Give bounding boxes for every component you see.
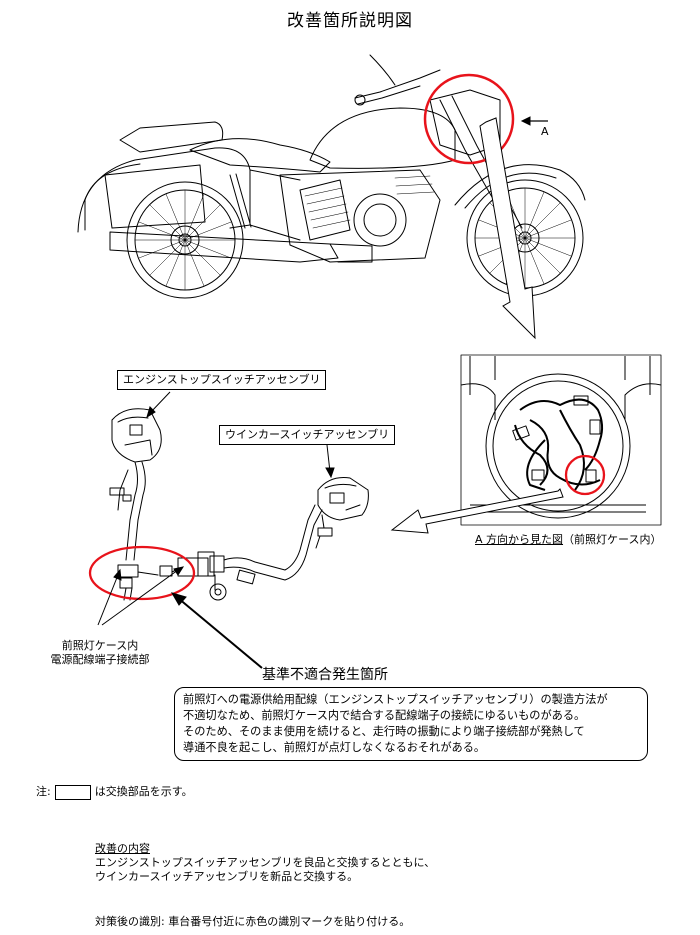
- engine-stop-switch-label: エンジンストップスイッチアッセンブリ: [117, 370, 327, 390]
- view-a-caption-main: A 方向から見た図: [475, 533, 564, 546]
- leader-lines: [97, 391, 335, 669]
- page-title: 改善箇所説明図: [287, 11, 413, 31]
- defect-line: 前照灯への電源供給用配線（エンジンストップスイッチアッセンブリ）の製造方法が: [183, 693, 608, 706]
- connector-highlight-circle: [564, 454, 606, 496]
- view-a-label: A: [541, 125, 549, 138]
- view-a-caption: A 方向から見た図（前照灯ケース内）: [475, 533, 661, 547]
- defect-line: 導通不良を起こし、前照灯が点灯しなくなるおそれがある。: [183, 741, 486, 754]
- connector-label-line1: 前照灯ケース内: [61, 639, 139, 652]
- zoom-arrow-left: [390, 488, 564, 534]
- headlight-case-view: [460, 354, 662, 526]
- defect-title: 基準不適合発生箇所: [262, 667, 388, 683]
- identification-note: 対策後の識別: 車台番号付近に赤色の識別マークを貼り付ける。: [95, 915, 411, 928]
- defect-description: 前照灯への電源供給用配線（エンジンストップスイッチアッセンブリ）の製造方法が 不…: [174, 687, 648, 761]
- note-prefix: 注:: [36, 785, 51, 798]
- remedy-line: ウインカースイッチアッセンブリを新品と交換する。: [95, 870, 359, 883]
- view-a-caption-sub: （前照灯ケース内）: [563, 533, 662, 546]
- remedy-heading: 改善の内容: [95, 842, 150, 855]
- remedy-section: 改善の内容 エンジンストップスイッチアッセンブリを良品と交換するとともに、 ウイ…: [95, 842, 435, 884]
- headlight-highlight-circle: [423, 73, 515, 165]
- harness-illustration: [109, 408, 369, 601]
- view-a-arrow: [520, 116, 548, 126]
- connector-label-line2: 電源配線端子接続部: [50, 653, 150, 666]
- note-suffix: は交換部品を示す。: [94, 785, 193, 798]
- replacement-part-swatch: [54, 784, 91, 800]
- note: 注: は交換部品を示す。: [36, 783, 193, 800]
- defect-line: 不適切なため、前照灯ケース内で結合する配線端子の接続にゆるいものがある。: [183, 709, 586, 722]
- connector-label: 前照灯ケース内 電源配線端子接続部: [40, 639, 160, 667]
- winker-switch-label: ウインカースイッチアッセンブリ: [219, 425, 396, 445]
- remedy-line: エンジンストップスイッチアッセンブリを良品と交換するとともに、: [95, 856, 436, 869]
- zoom-arrow-down: [479, 117, 536, 340]
- harness-connector-highlight: [88, 545, 196, 601]
- defect-line: そのため、そのまま使用を続けると、走行時の振動により端子接続部が発熱して: [183, 725, 585, 738]
